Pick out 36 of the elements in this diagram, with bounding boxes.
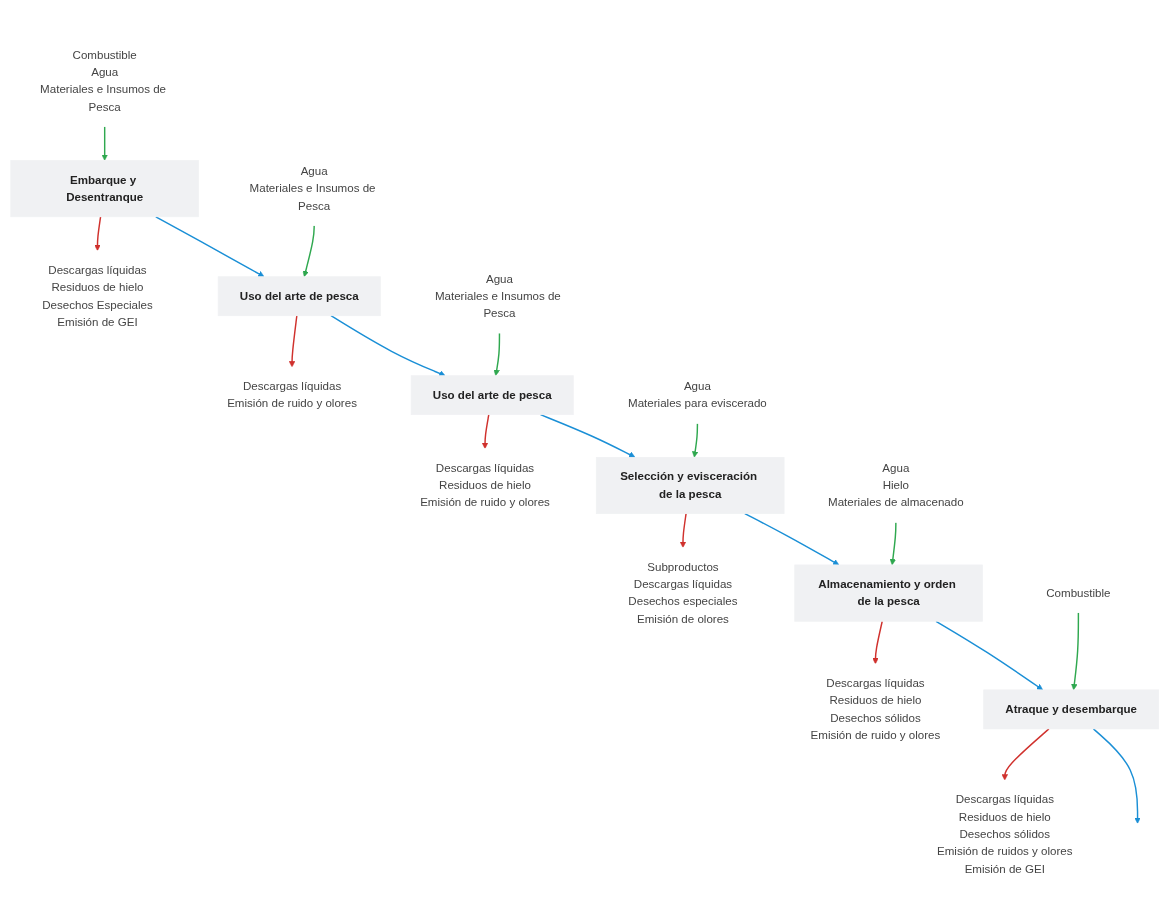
node-box: Embarque y Desentranque [10, 160, 199, 218]
arrow [872, 620, 883, 665]
arrow [1001, 728, 1050, 781]
node-text: Combustible Agua Materiales e Insumos de Pesca [40, 48, 167, 113]
arrow [330, 315, 446, 377]
node-box: Selección y evisceración de la pesca [595, 456, 785, 514]
node-text: Subproductos Descargas líquidas Desechos especiales Emisión de olores [628, 560, 738, 625]
node-text: Descargas líquidas Residuos de hielo Emisión de ruido y olores [420, 461, 550, 509]
node-text: Combustible [1046, 586, 1111, 599]
node-text: Descargas líquidas Residuos de hielo Desechos sólidos Emisión de ruido y olores [810, 676, 941, 742]
node-text: Descargas líquidas Emisión de ruido y olores [227, 380, 357, 410]
node-box: Almacenamiento y orden de la pesca [794, 564, 983, 622]
node-text: Agua Materiales e Insumos de Pesca [434, 272, 561, 320]
arrow [679, 512, 687, 548]
arrow [493, 332, 501, 376]
arrow [481, 413, 490, 449]
node-box: Uso del arte de pesca [410, 375, 574, 416]
node-text: Descargas líquidas Residuos de hielo Desechos Especiales Emisión de GEI [42, 263, 153, 329]
arrow [302, 224, 315, 277]
arrow [539, 413, 636, 458]
arrow [1071, 611, 1080, 691]
node-box: Atraque y desembarque [983, 689, 1160, 730]
node-text: Agua Hielo Materiales de almacenado [828, 461, 964, 509]
arrow [692, 422, 699, 458]
node-text: Descargas líquidas Residuos de hielo Desechos sólidos Emisión de ruidos y olores Emisión de GEI [937, 793, 1073, 875]
arrow [155, 216, 265, 277]
arrow [1092, 728, 1141, 824]
arrow [101, 125, 108, 161]
arrow [935, 620, 1044, 691]
arrow [288, 315, 298, 368]
arrow [889, 521, 897, 566]
node-text: Agua Materiales e Insumos de Pesca [249, 164, 376, 212]
arrow [744, 512, 840, 566]
node-box: Uso del arte de pesca [217, 276, 381, 317]
node-text: Agua Materiales para eviscerado [628, 380, 767, 410]
arrow [94, 216, 102, 251]
